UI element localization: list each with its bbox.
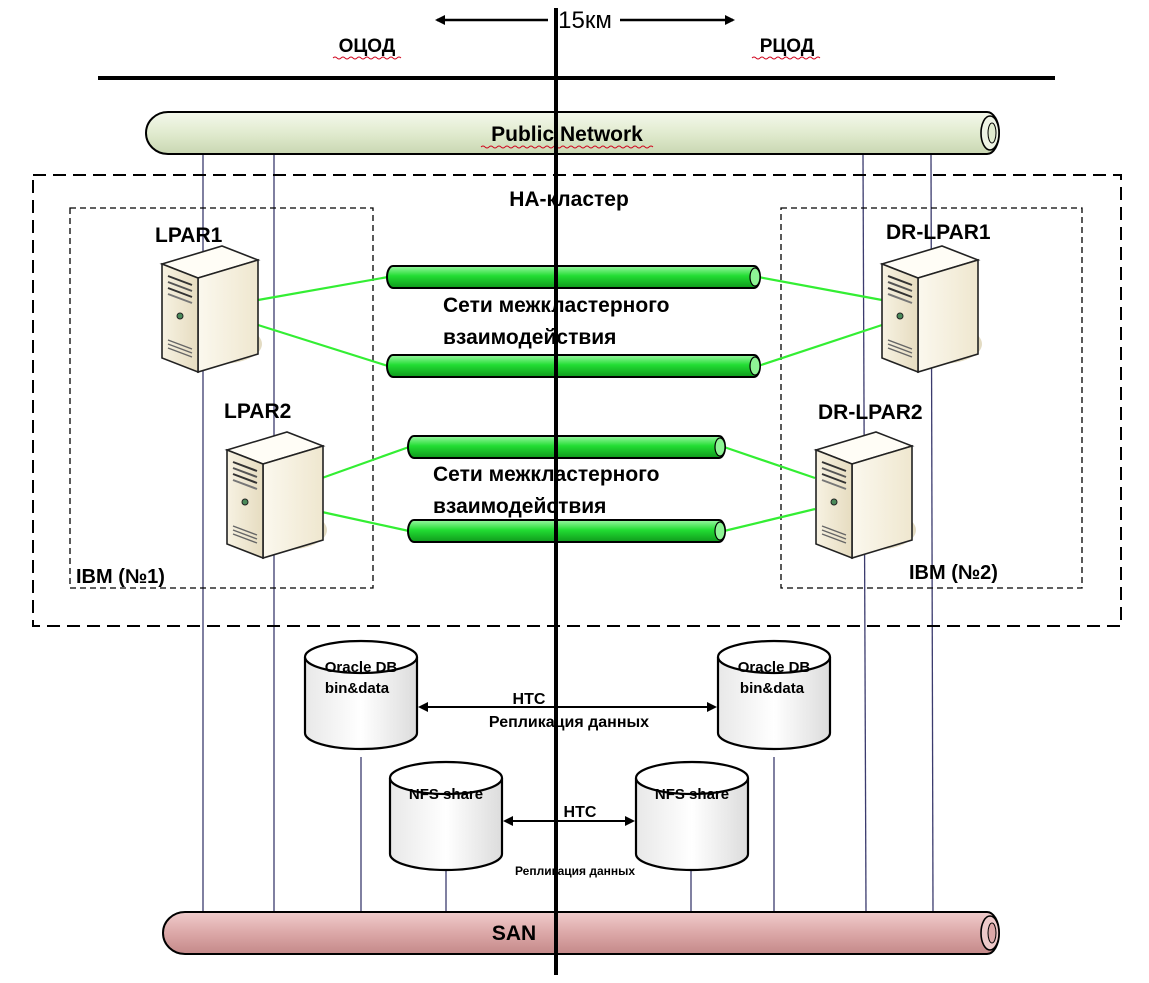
ha-cluster-label: НА-кластер — [509, 188, 629, 211]
lpar2-label: LPAR2 — [224, 400, 291, 423]
interconnect-bottom-line2: взаимодействия — [433, 495, 606, 518]
site-right-label: РЦОД — [760, 36, 815, 57]
oracle-right-line1: Oracle DB — [738, 659, 811, 676]
nfs-right-label: NFS share — [655, 786, 729, 803]
san-label: SAN — [492, 922, 536, 945]
nfs-replication-mode: HTC — [564, 804, 597, 821]
nfs-right-database-cylinder-icon — [634, 760, 750, 872]
san-pipe — [162, 911, 1000, 955]
ibm-left-label: IBM (№1) — [76, 566, 165, 588]
interconnect-pipe-2 — [386, 354, 761, 378]
ibm-right-boundary — [780, 207, 1083, 589]
interconnect-pipe-4 — [407, 519, 726, 543]
interconnect-pipe-1 — [386, 265, 761, 289]
interconnect-pipe-3 — [407, 435, 726, 459]
oracle-left-line2: bin&data — [325, 680, 390, 697]
public-network-label: Public Network — [491, 123, 643, 146]
interconnect-bottom-line1: Сети межкластерного — [433, 463, 660, 486]
ibm-right-label: IBM (№2) — [909, 562, 998, 584]
ibm-left-boundary — [69, 207, 374, 589]
public-network-pipe — [145, 111, 1000, 155]
nfs-left-database-cylinder-icon — [388, 760, 504, 872]
dr-lpar2-label: DR-LPAR2 — [818, 401, 923, 424]
lpar1-server-icon — [161, 245, 263, 373]
oracle-right-line2: bin&data — [740, 680, 805, 697]
interconnect-top-line2: взаимодействия — [443, 326, 616, 349]
dr-lpar2-server-icon — [815, 431, 917, 559]
distance-label: 15км — [558, 7, 612, 34]
dr-lpar1-label: DR-LPAR1 — [886, 221, 991, 244]
oracle-replication-mode: HTC — [513, 691, 546, 708]
nfs-replication-label: Репликация данных — [515, 864, 635, 878]
oracle-replication-label: Репликация данных — [489, 714, 649, 731]
site-left-label: ОЦОД — [339, 36, 396, 57]
oracle-left-line1: Oracle DB — [325, 659, 398, 676]
nfs-left-label: NFS share — [409, 786, 483, 803]
lpar1-label: LPAR1 — [155, 224, 223, 247]
interconnect-links — [257, 275, 883, 533]
ha-cluster-boundary — [32, 174, 1122, 627]
lpar2-server-icon — [226, 431, 328, 559]
dr-lpar1-server-icon — [881, 245, 983, 373]
